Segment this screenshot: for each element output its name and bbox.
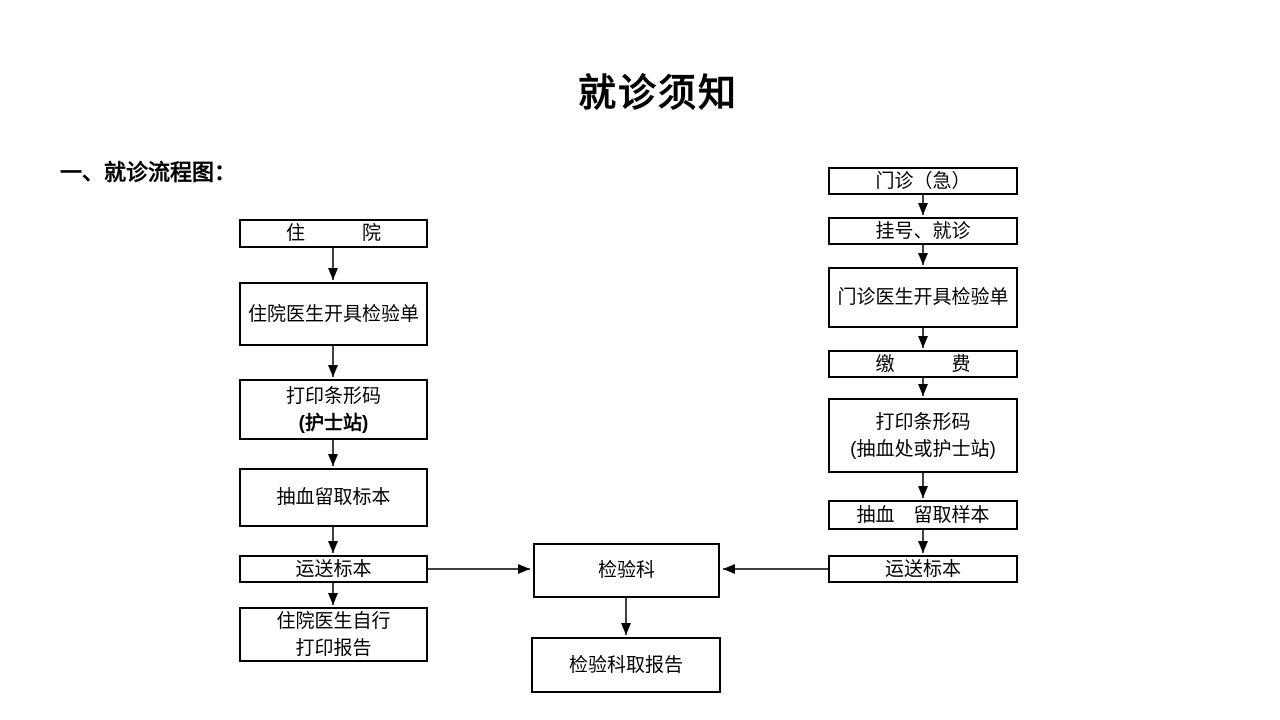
flow-node-label: 检验科取报告 (568, 654, 683, 676)
flow-node-label: 住 院 (285, 223, 381, 244)
flow-node-collect-report-at-laboratory: 检验科取报告 (531, 637, 721, 693)
flow-node-label: 抽血留取标本 (276, 487, 391, 508)
flow-node-label: 住院医生开具检验单 (247, 303, 419, 325)
flow-node-outpatient-doctor-issues-test-order: 门诊医生开具检验单 (828, 267, 1018, 328)
flow-node-outpatient-emergency: 门诊（急） (828, 167, 1018, 195)
flow-node-blood-draw-collect-sample: 抽血 留取样本 (828, 500, 1018, 530)
page-title: 就诊须知 (577, 73, 738, 115)
flow-node-label: 抽血 留取样本 (856, 504, 990, 526)
flow-node-label: 打印条形码 (875, 411, 971, 433)
flow-node-transport-specimen-left: 运送标本 (239, 555, 428, 583)
flow-node-print-barcode-nurse-station: 打印条形码 (护士站) (239, 379, 428, 440)
flow-node-label: 住院医生自行 (276, 610, 391, 632)
flow-node-inpatient-admission: 住 院 (239, 219, 428, 248)
flow-node-sublabel: 打印报告 (295, 637, 372, 659)
flow-node-blood-draw-collect-specimen: 抽血留取标本 (239, 468, 428, 527)
flow-node-sublabel: (护士站) (298, 412, 369, 434)
flow-node-inpatient-doctor-prints-report: 住院医生自行 打印报告 (239, 607, 428, 662)
flow-node-laboratory: 检验科 (533, 543, 720, 598)
section-heading: 一、就诊流程图： (60, 160, 237, 185)
flow-node-label: 门诊（急） (875, 170, 971, 192)
flow-node-label: 运送标本 (884, 558, 961, 580)
flow-node-label: 门诊医生开具检验单 (837, 287, 1009, 308)
flow-node-register-and-visit: 挂号、就诊 (828, 217, 1018, 245)
flow-node-pay-fee: 缴 费 (828, 350, 1018, 378)
flow-node-label: 打印条形码 (285, 385, 381, 407)
flow-node-transport-specimen-right: 运送标本 (828, 555, 1018, 583)
flow-node-inpatient-doctor-issues-test-order: 住院医生开具检验单 (239, 282, 428, 346)
flow-node-label: 挂号、就诊 (875, 220, 971, 242)
flow-node-print-barcode-blood-draw-or-nurse-station: 打印条形码 (抽血处或护士站) (828, 398, 1018, 473)
flow-node-label: 缴 费 (875, 353, 971, 375)
flow-node-label: 运送标本 (295, 558, 372, 580)
flow-node-label: 检验科 (597, 560, 655, 581)
flow-node-sublabel: (抽血处或护士站) (850, 438, 996, 460)
